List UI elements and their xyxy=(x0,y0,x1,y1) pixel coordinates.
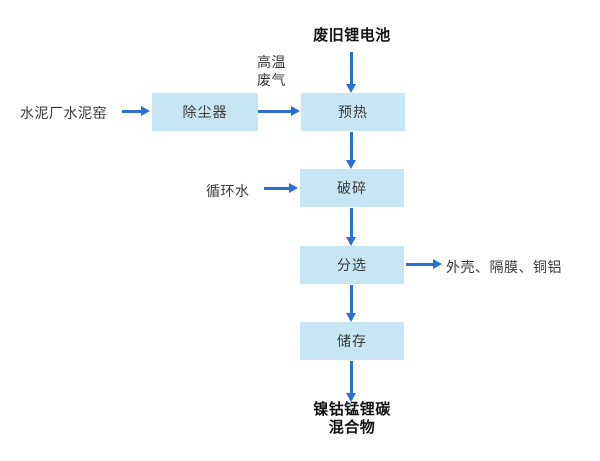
node-store-box: 储存 xyxy=(300,322,404,360)
node-sort-box: 分选 xyxy=(300,246,404,284)
arrow-dust-remover-to-preheat-icon xyxy=(258,106,300,116)
arrow-battery-to-preheat-icon xyxy=(346,52,356,93)
label-sorted-outputs: 外壳、隔膜、铜铝 xyxy=(446,259,562,275)
node-dust-remover-box: 除尘器 xyxy=(152,93,258,131)
node-preheat-box: 预热 xyxy=(301,93,405,131)
arrow-preheat-to-crush-icon xyxy=(346,132,356,169)
arrow-water-to-crush-icon xyxy=(264,183,298,193)
arrow-kiln-to-dust-remover-icon xyxy=(122,106,150,116)
label-final-mixture: 镍钴锰锂碳 混合物 xyxy=(313,401,391,436)
arrow-store-to-mixture-icon xyxy=(346,361,356,402)
label-cement-kiln: 水泥厂水泥窑 xyxy=(20,105,107,121)
arrow-crush-to-sort-icon xyxy=(346,208,356,246)
arrow-sort-to-outputs-icon xyxy=(406,259,442,269)
node-crush-box: 破碎 xyxy=(300,169,404,207)
label-waste-lithium-battery: 废旧锂电池 xyxy=(313,27,391,44)
label-hot-exhaust-gas: 高温 废气 xyxy=(257,54,286,88)
arrow-sort-to-store-icon xyxy=(346,285,356,322)
label-circulating-water: 循环水 xyxy=(206,183,250,199)
